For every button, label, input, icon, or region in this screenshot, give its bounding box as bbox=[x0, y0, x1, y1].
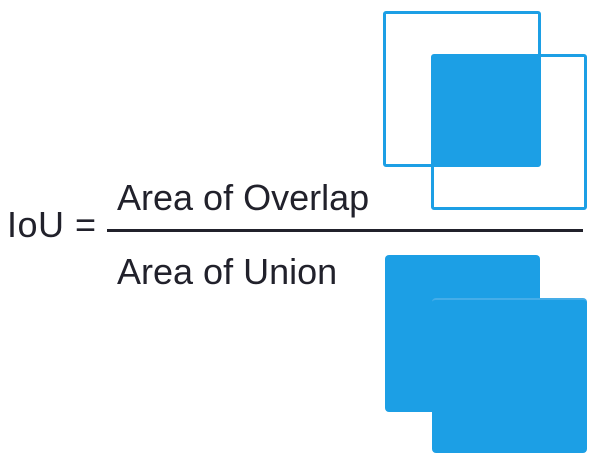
overlap-intersection-fill bbox=[432, 55, 540, 165]
overlap-box-b-outline bbox=[431, 54, 587, 210]
denominator-label: Area of Union bbox=[117, 251, 338, 292]
iou-equals-label: IoU = bbox=[7, 204, 97, 245]
union-box-b-fill bbox=[432, 298, 587, 453]
fraction-line bbox=[107, 229, 583, 232]
overlap-box-a-outline bbox=[383, 11, 541, 167]
numerator-label: Area of Overlap bbox=[117, 177, 370, 218]
